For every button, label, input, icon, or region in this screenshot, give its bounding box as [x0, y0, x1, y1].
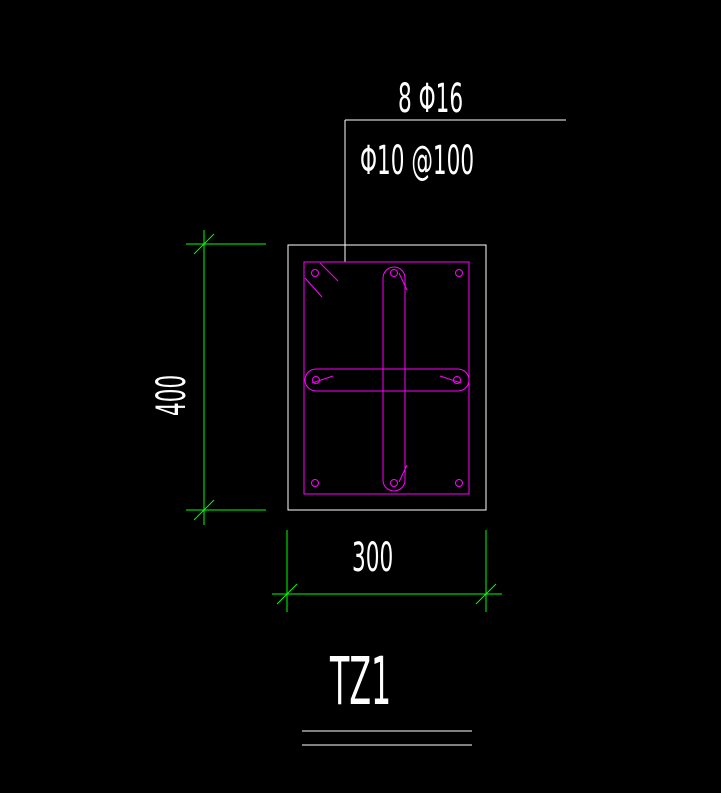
- height-label-group: 400: [148, 375, 195, 416]
- height-tick-top: [193, 233, 215, 255]
- main-bars-label: 8 Φ16: [398, 75, 463, 122]
- inner-tie-vertical: [382, 266, 406, 492]
- rebar-dot: [453, 376, 461, 384]
- inner-tie-horizontal: [304, 368, 470, 392]
- height-dimension: [186, 230, 266, 525]
- horizontal-tie-hook-right: [439, 375, 462, 384]
- stirrup-hook-1: [304, 277, 323, 298]
- stirrup-label: Φ10 @100: [360, 137, 474, 184]
- outer-stirrup: [303, 261, 470, 495]
- width-label-group: 300: [352, 534, 393, 581]
- rebar-dot: [455, 269, 463, 277]
- vertical-tie-hook-bottom: [398, 464, 408, 483]
- section-title: TZ1: [329, 644, 391, 720]
- horizontal-tie-hook-left: [311, 375, 334, 384]
- rebar-dot: [455, 479, 463, 487]
- stirrup-hook-2: [319, 262, 339, 282]
- rebar-dot: [390, 479, 398, 487]
- width-tick-left: [276, 583, 298, 605]
- width-tick-right: [475, 583, 497, 605]
- title-underline: [302, 730, 472, 746]
- section-title-group: TZ1: [329, 644, 391, 720]
- reinforcement: [303, 261, 470, 495]
- rebar-leader: [344, 119, 566, 262]
- width-dimension: [272, 530, 502, 612]
- rebar-dot: [311, 269, 319, 277]
- vertical-tie-hook-top: [398, 272, 408, 291]
- main-bars-label-group: 8 Φ16: [398, 75, 463, 122]
- width-label: 300: [352, 534, 393, 581]
- column-outline: [287, 244, 487, 511]
- rebar-dot: [390, 269, 398, 277]
- height-tick-bottom: [193, 499, 215, 521]
- stirrup-label-group: Φ10 @100: [360, 137, 474, 184]
- rebar-dot: [312, 376, 320, 384]
- rebar-dot: [311, 479, 319, 487]
- height-label: 400: [148, 375, 195, 416]
